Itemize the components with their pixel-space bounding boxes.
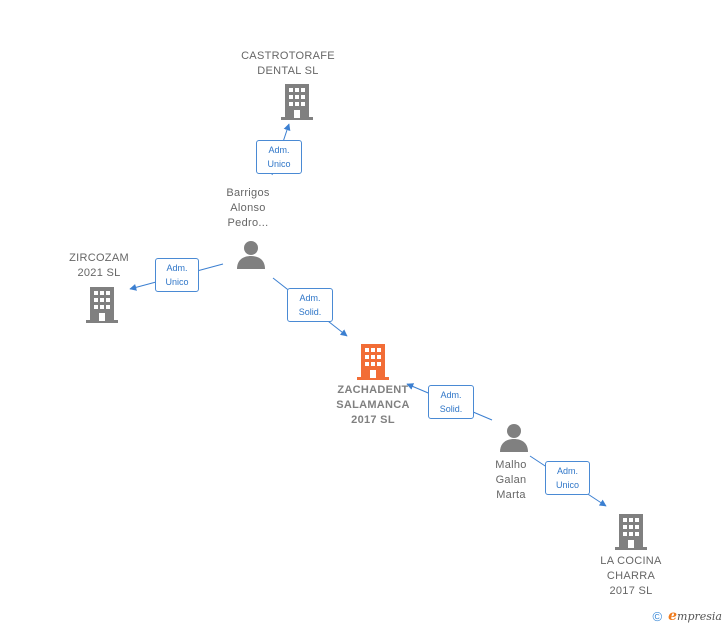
edge-label-adm-unico[interactable]: Adm. Unico [545,461,590,495]
empresia-logo[interactable]: empresia [668,608,722,624]
building-icon[interactable] [281,84,313,120]
building-icon-main[interactable] [357,344,389,380]
person-icon[interactable] [499,423,529,453]
person-icon[interactable] [236,240,266,270]
building-icon[interactable] [86,287,118,323]
node-label-zachadent: ZACHADENT SALAMANCA 2017 SL [336,384,410,426]
building-icon[interactable] [615,514,647,550]
footer-brand: © empresia [653,608,722,624]
node-label-lacocina: LA COCINA CHARRA 2017 SL [600,555,662,597]
edge-label-adm-unico[interactable]: Adm. Unico [155,258,199,292]
node-label-barrigos: Barrigos Alonso Pedro... [226,187,270,229]
node-label-zircozam: ZIRCOZAM 2021 SL [69,252,129,279]
edge-label-adm-unico[interactable]: Adm. Unico [256,140,302,174]
copyright-icon: © [652,608,663,624]
node-label-malho: Malho Galan Marta [495,459,527,501]
edge-label-adm-solid[interactable]: Adm. Solid. [287,288,333,322]
edge-label-adm-solid[interactable]: Adm. Solid. [428,385,474,419]
node-label-castrotorafe: CASTROTORAFE DENTAL SL [241,50,335,77]
